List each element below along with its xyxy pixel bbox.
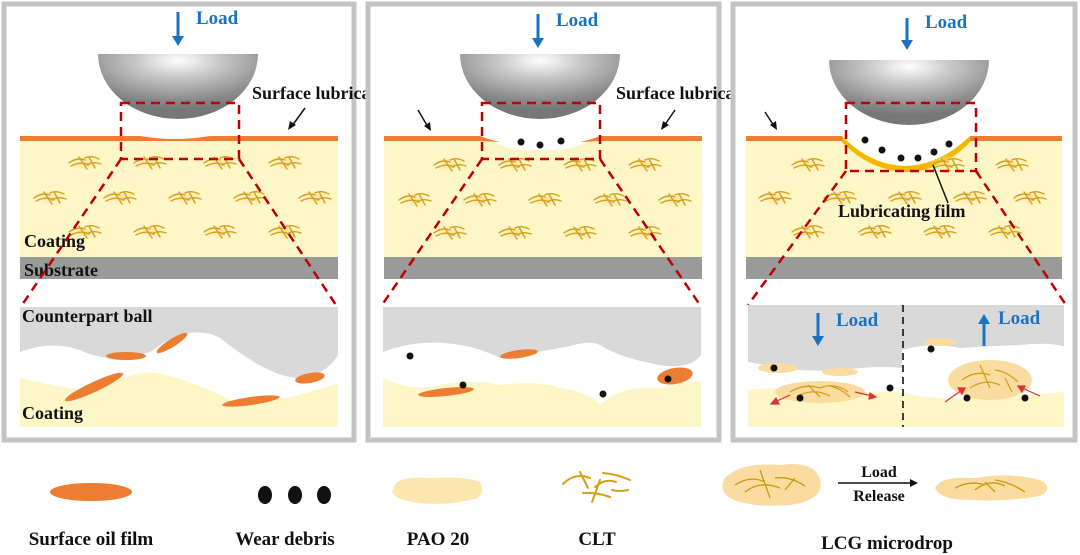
clt-particle — [64, 152, 106, 174]
clt-particle — [624, 154, 666, 176]
clt-particle — [129, 221, 171, 243]
surface-lubricating-layer-right — [970, 136, 1062, 141]
lubricating-film-label: Lubricating film — [838, 201, 966, 221]
clt-particle — [264, 152, 306, 174]
load-up-label: Load — [998, 308, 1041, 329]
clt-particle — [919, 221, 961, 243]
film-callout-arrow — [932, 164, 949, 204]
surface-lubricating-layer-left — [746, 136, 842, 141]
substrate-layer — [746, 257, 1062, 279]
clt-particle — [29, 187, 71, 209]
substrate-layer — [384, 257, 702, 279]
clt-particle — [264, 221, 306, 243]
surface-lubricating-layer-left — [384, 136, 500, 142]
clt-particle — [394, 189, 436, 211]
zoom-coating-label: Coating — [22, 403, 83, 423]
callout-arrow-icon — [764, 111, 777, 130]
oil-film-patches — [64, 332, 325, 407]
clt-particle — [787, 154, 829, 176]
pao-swatch — [392, 477, 483, 504]
substrate-label: Substrate — [24, 260, 98, 280]
legend-item-clt: CLT — [562, 471, 631, 550]
load-down-label: Load — [836, 310, 879, 331]
panel-1: Load Surface lubricating layer Coating S… — [1, 1, 444, 443]
lcg-clt-strands — [734, 469, 806, 499]
wear-scar — [842, 136, 970, 166]
load-arrow-icon — [901, 18, 913, 50]
zoom-region-box — [844, 101, 978, 173]
counterpart-ball — [829, 60, 989, 125]
clt-particle — [459, 189, 501, 211]
legend-item-lcg-microdrop: Load Release LCG microdrop — [722, 464, 1048, 554]
legend-label: LCG microdrop — [821, 533, 953, 554]
wear-debris-dots — [861, 136, 953, 162]
clt-particle — [164, 187, 206, 209]
load-down-arrow-icon — [812, 313, 824, 346]
clt-particle — [199, 152, 241, 174]
legend-label: CLT — [578, 529, 616, 550]
clt-swatch — [562, 471, 631, 503]
flow-arrows — [769, 385, 1041, 405]
lcg-arrow-bottom-label: Release — [853, 488, 905, 505]
substrate-layer — [20, 257, 338, 279]
clt-strands — [789, 364, 1019, 398]
callout-arrow-icon — [288, 107, 306, 130]
lcg-clt-strands-flat — [954, 479, 1026, 493]
right-arrow-icon — [838, 479, 918, 487]
zoom-guide-left — [746, 170, 848, 306]
callout-arrow-left-icon — [417, 109, 431, 131]
clt-particle — [429, 154, 471, 176]
legend-label: Surface oil film — [29, 529, 154, 550]
wear-debris-swatch — [258, 486, 331, 504]
clt-particle — [991, 154, 1033, 176]
coating-label: Coating — [24, 231, 85, 251]
clt-particle — [559, 222, 601, 244]
panel-2: Load Surface lubricating layer — [365, 1, 808, 443]
zoom-region-box — [480, 101, 602, 161]
clt-particle — [524, 189, 566, 211]
load-up-arrow-icon — [978, 314, 990, 346]
clt-particle — [129, 152, 171, 174]
clt-particle — [494, 222, 536, 244]
clt-particle — [589, 189, 631, 211]
load-label: Load — [556, 10, 599, 31]
load-arrow-icon — [172, 12, 184, 46]
clt-particle — [199, 221, 241, 243]
wear-debris-dots — [517, 137, 565, 149]
wear-debris-dots — [406, 352, 672, 398]
legend-label: Wear debris — [235, 529, 334, 550]
clt-particle — [294, 187, 336, 209]
counterpart-ball-label: Counterpart ball — [22, 306, 153, 326]
legend: Surface oil film Wear debris PAO 20 CLT … — [29, 464, 1048, 554]
callout-arrow-right-icon — [661, 109, 676, 130]
legend-item-wear-debris: Wear debris — [235, 486, 335, 550]
load-arrow-icon — [532, 14, 544, 48]
clt-particle — [984, 221, 1026, 243]
zoom-region-box — [119, 101, 241, 161]
clt-particle — [1009, 187, 1051, 209]
legend-item-pao-20: PAO 20 — [392, 477, 483, 550]
zoom-guide-right — [974, 170, 1068, 306]
load-label: Load — [925, 12, 968, 33]
load-label: Load — [196, 8, 239, 29]
clt-particle — [754, 187, 796, 209]
wear-debris-dots — [770, 345, 1029, 402]
legend-item-surface-oil-film: Surface oil film — [29, 483, 154, 550]
clt-particle — [854, 221, 896, 243]
lcg-arrow-top-label: Load — [861, 464, 897, 481]
clt-particle — [99, 187, 141, 209]
legend-label: PAO 20 — [407, 529, 469, 550]
oil-film-swatch — [50, 483, 132, 501]
surface-lubricating-layer — [20, 136, 338, 141]
panel-3: Load Lubricating film — [730, 1, 1078, 443]
surface-lubricating-layer-right — [580, 136, 702, 142]
clt-particle — [654, 189, 696, 211]
